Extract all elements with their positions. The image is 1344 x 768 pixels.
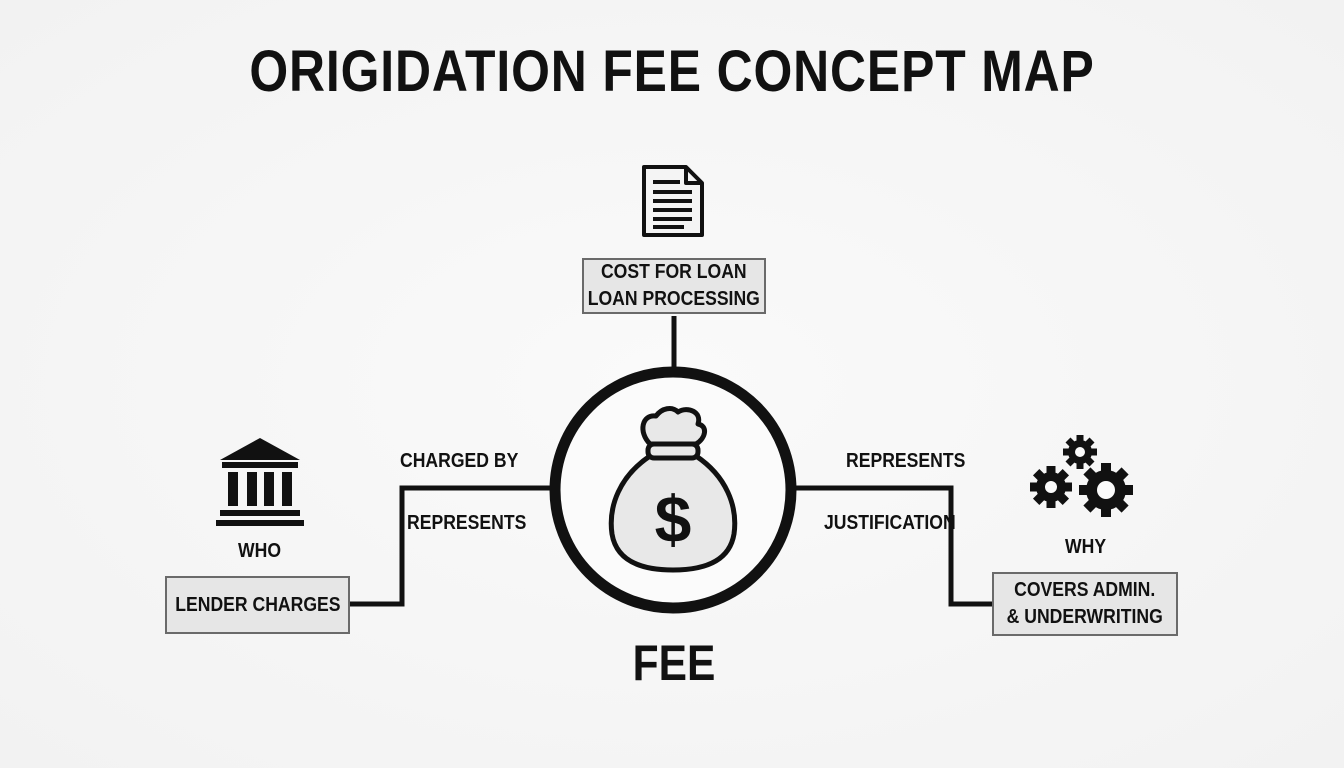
bank-icon bbox=[216, 438, 304, 526]
right-node-heading: WHY bbox=[1065, 536, 1107, 558]
left-node-label: LENDER CHARGES bbox=[174, 593, 341, 616]
edge-label-represents-right: REPRESENTS bbox=[846, 450, 966, 472]
edge-label-justification: JUSTIFICATION bbox=[824, 512, 956, 534]
top-node-box: COST FOR LOAN LOAN PROCESSING bbox=[582, 258, 766, 314]
edge-label-charged-by: CHARGED BY bbox=[400, 450, 519, 472]
left-connector bbox=[350, 485, 552, 607]
right-connector bbox=[794, 485, 994, 607]
right-node-box: COVERS ADMIN. & UNDERWRITING bbox=[992, 572, 1178, 636]
top-node-line-1: COST FOR LOAN bbox=[601, 261, 747, 283]
right-node-line-1: COVERS ADMIN. bbox=[1014, 579, 1156, 601]
document-icon bbox=[642, 165, 704, 237]
left-node-heading: WHO bbox=[238, 540, 282, 562]
page-title: ORIGIDATION FEE CONCEPT MAP bbox=[249, 39, 1095, 104]
gears-icon bbox=[1030, 435, 1133, 517]
right-node-line-2: & UNDERWRITING bbox=[1006, 606, 1164, 628]
money-bag-icon: $ bbox=[608, 406, 738, 573]
center-label: FEE bbox=[632, 635, 716, 691]
svg-text:$: $ bbox=[655, 482, 692, 556]
left-node-box: LENDER CHARGES bbox=[165, 576, 350, 634]
top-node-line-2: LOAN PROCESSING bbox=[587, 288, 761, 310]
edge-label-represents-left: REPRESENTS bbox=[407, 512, 527, 534]
